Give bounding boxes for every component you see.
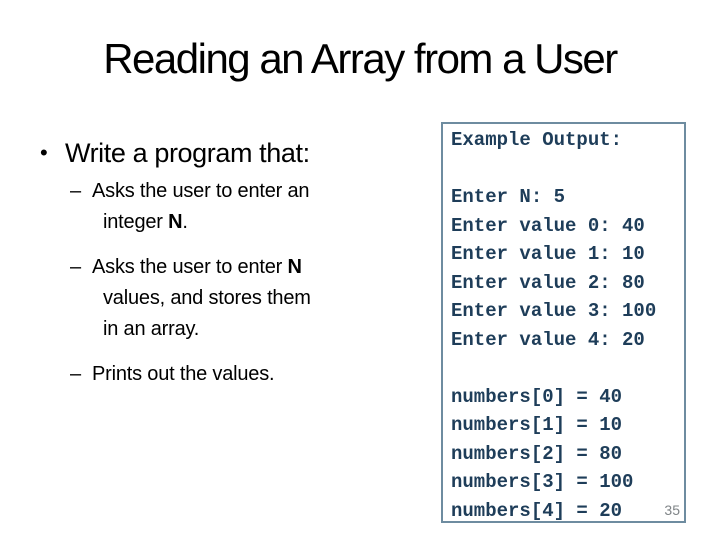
emphasized-text: N <box>168 211 183 233</box>
sub-bullet-line: Asks the user to enter an <box>92 176 370 207</box>
sub-bullet-line: in an array. <box>103 314 370 345</box>
code-line <box>451 155 684 184</box>
example-output-box: Example Output: Enter N: 5 Enter value 0:… <box>441 122 686 523</box>
code-line: Enter value 4: 20 <box>451 328 645 351</box>
sub-bullet-item: –Asks the user to enter an integer N. <box>70 176 370 238</box>
text-segment: Prints out the values. <box>92 363 275 385</box>
code-line: numbers[4] = 20 <box>451 499 623 522</box>
code-line: Enter value 0: 40 <box>451 214 645 237</box>
sub-bullet-line: values, and stores them <box>103 283 370 314</box>
bullet-text: Write a program that: <box>65 138 310 168</box>
bullet-marker: • <box>40 140 48 165</box>
code-line: numbers[2] = 80 <box>451 442 623 465</box>
emphasized-text: N <box>287 256 302 278</box>
dash-marker: – <box>70 180 81 202</box>
dash-marker: – <box>70 256 81 278</box>
code-line: numbers[3] = 100 <box>451 471 634 493</box>
text-segment: . <box>182 211 188 233</box>
bullet-item: • Write a program that: <box>40 136 310 170</box>
code-line: numbers[0] = 40 <box>451 385 623 408</box>
text-segment: values, and stores them <box>103 287 311 309</box>
sub-bullet-item: –Prints out the values. <box>70 359 370 390</box>
sub-bullet-line: Prints out the values. <box>92 359 370 390</box>
text-segment: Asks the user to enter <box>92 256 288 278</box>
sub-bullet-line: Asks the user to enter N <box>92 252 370 283</box>
page-number: 35 <box>664 502 680 518</box>
code-line: Enter N: 5 <box>451 186 566 208</box>
code-line: Enter value 3: 100 <box>451 300 657 322</box>
slide-title: Reading an Array from a User <box>103 35 618 82</box>
code-line <box>451 354 684 383</box>
code-line: numbers[1] = 10 <box>451 414 623 436</box>
sub-bullet-line: integer N. <box>103 207 370 238</box>
text-segment: Asks the user to enter an <box>92 180 310 202</box>
code-line: Example Output: <box>451 129 623 151</box>
code-line: Enter value 2: 80 <box>451 271 645 294</box>
text-segment: integer <box>103 211 169 233</box>
text-segment: in an array. <box>103 318 200 340</box>
code-line: Enter value 1: 10 <box>451 243 645 265</box>
dash-marker: – <box>70 363 81 385</box>
